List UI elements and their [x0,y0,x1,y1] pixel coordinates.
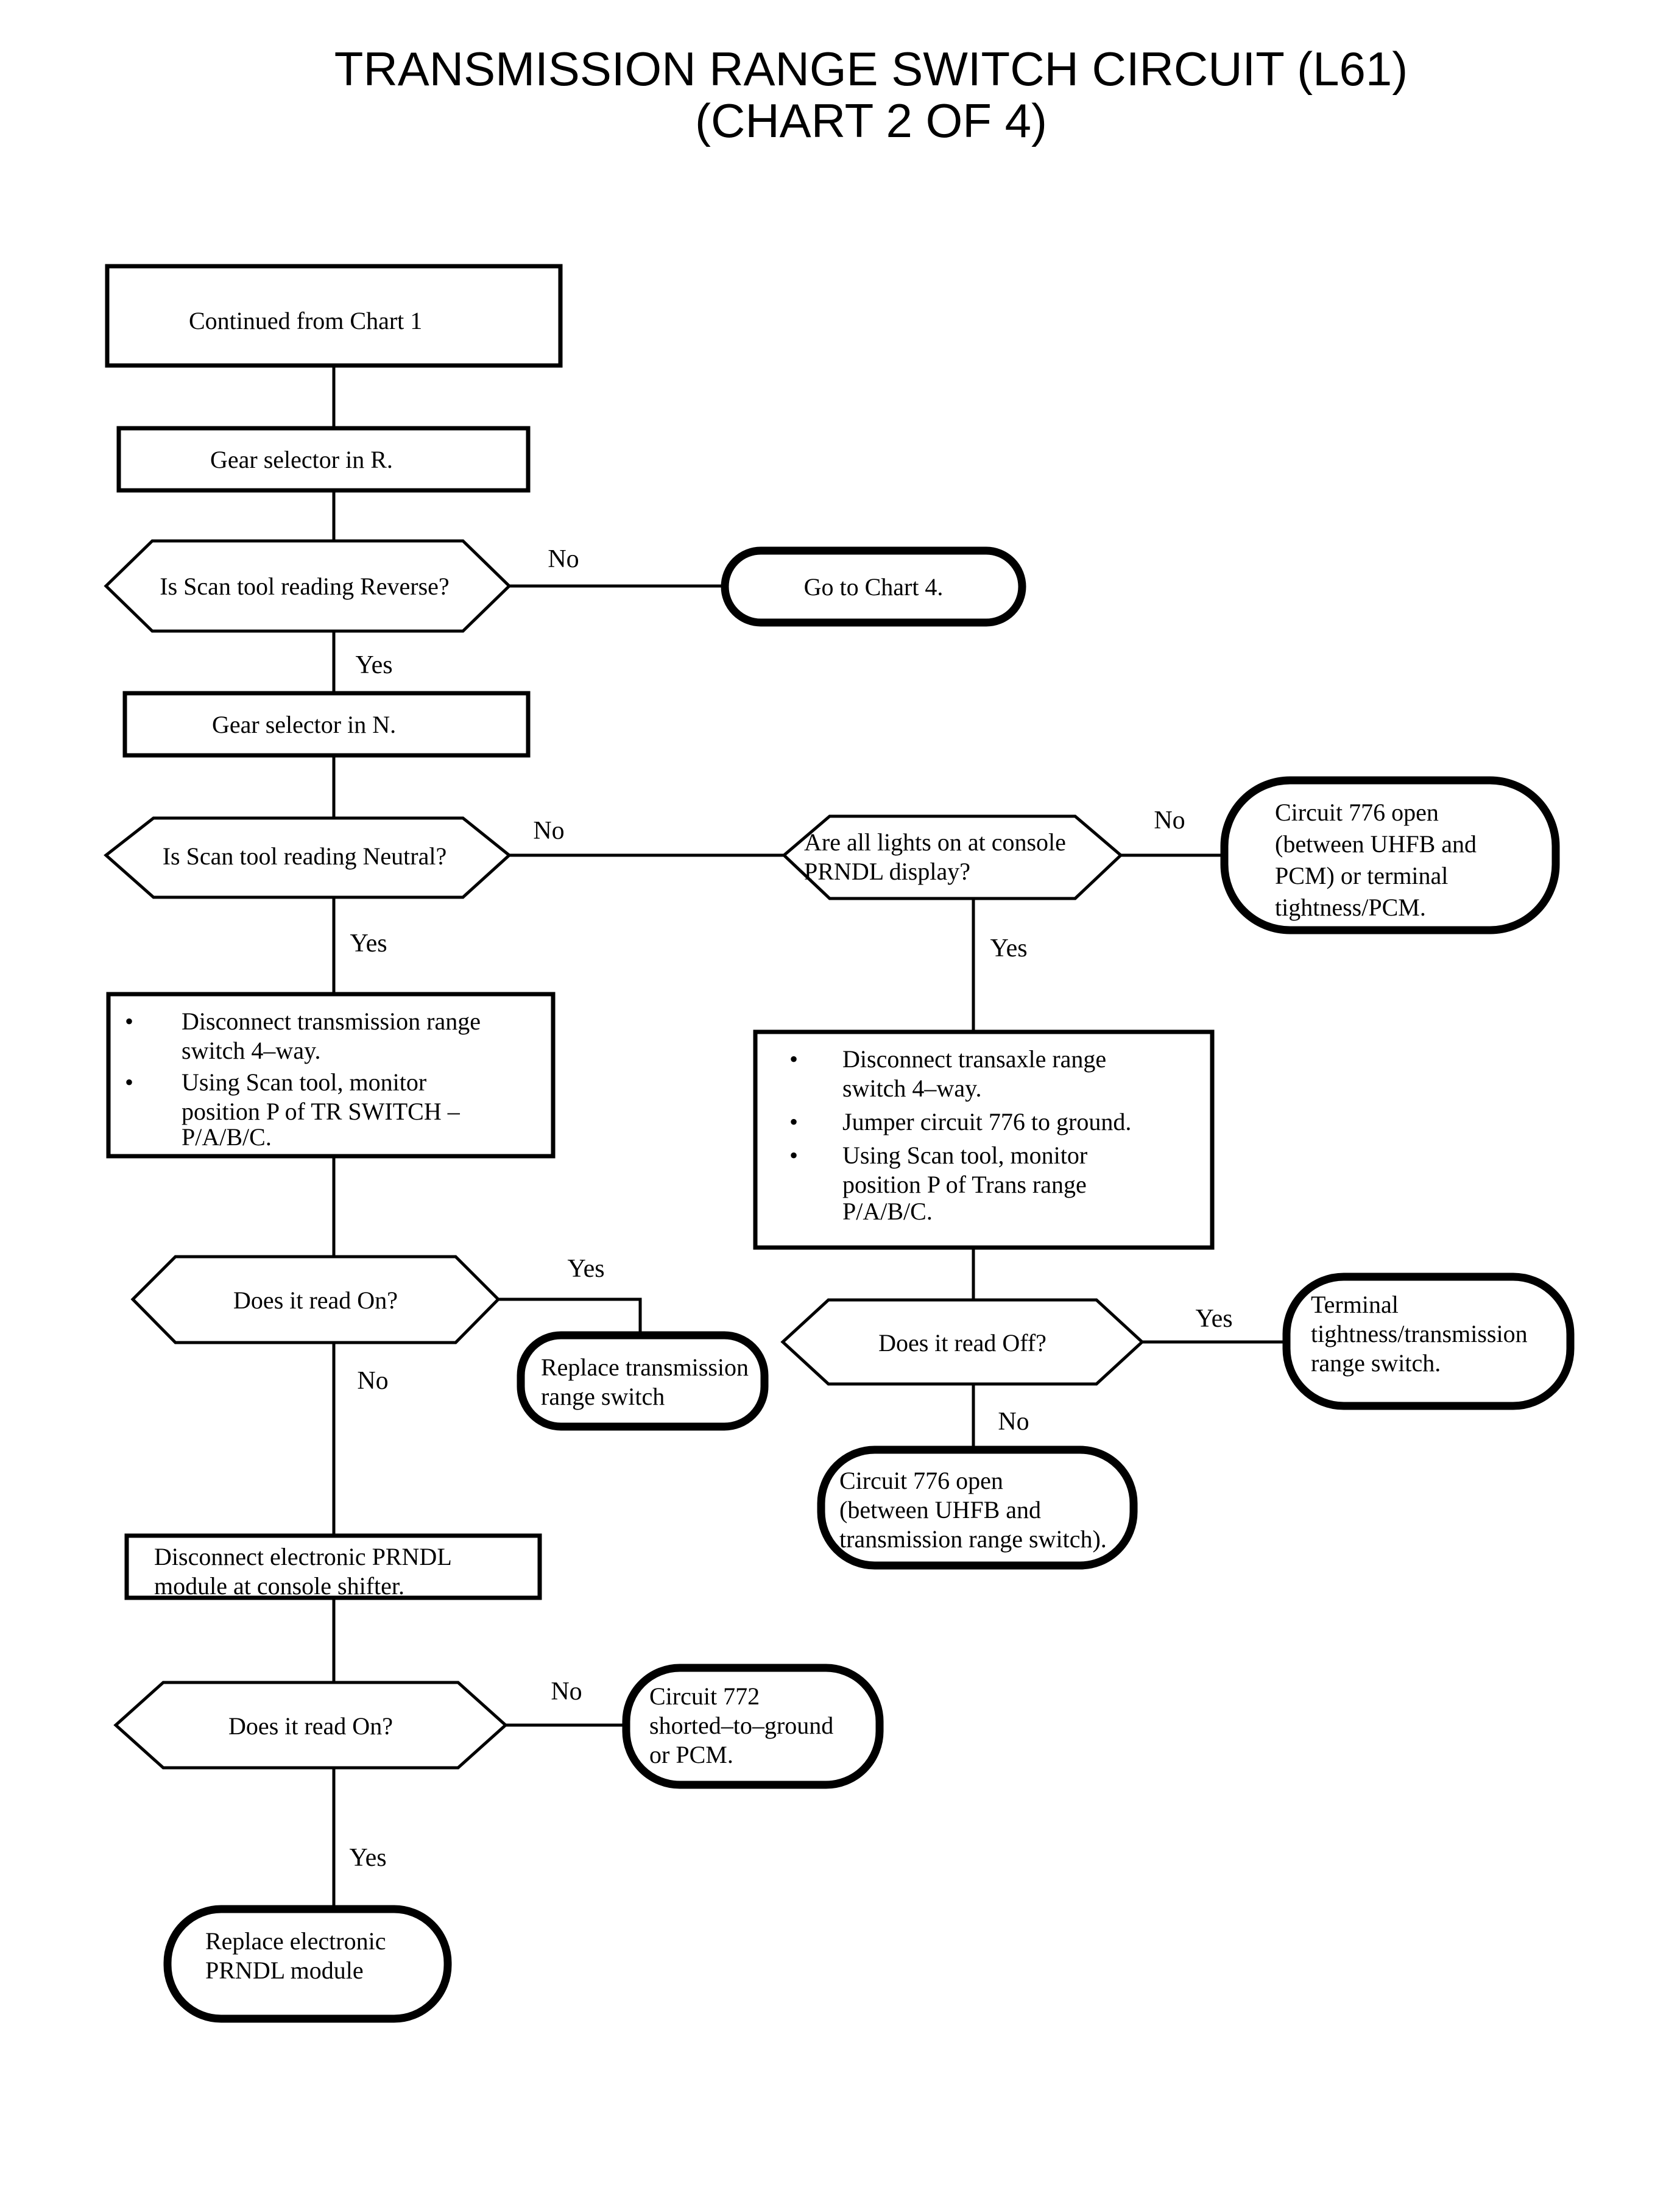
node-decision-scan-neutral[interactable]: Is Scan tool reading Neutral? [104,816,512,899]
node-decision-read-on-1[interactable]: Does it read On? [130,1255,501,1344]
node-terminator-replace-transmission-switch-line1: Replace transmission [541,1354,749,1381]
node-terminator-terminal-tightness-line3: range switch. [1311,1349,1441,1377]
node-continued-from-chart1-label: Continued from Chart 1 [189,307,422,334]
node-process-disconnect-transmission-range-b2l3: P/A/B/C. [182,1123,272,1151]
node-decision-scan-reverse-label: Is Scan tool reading Reverse? [160,573,449,600]
bullet-icon: • [789,1142,798,1169]
node-decision-read-off-label: Does it read Off? [878,1329,1046,1357]
node-process-disconnect-transaxle-range-b1l2: switch 4–way. [842,1075,981,1102]
node-terminator-terminal-tightness-line1: Terminal [1311,1291,1399,1318]
node-process-disconnect-prndl-module-line1: Disconnect electronic PRNDL [154,1543,452,1570]
node-decision-read-off[interactable]: Does it read Off? [780,1298,1145,1386]
node-terminator-circuit776-switch[interactable]: Circuit 776 open (between UHFB and trans… [817,1446,1138,1570]
page-title: TRANSMISSION RANGE SWITCH CIRCUIT (L61) … [334,42,1408,147]
bullet-icon: • [125,1008,133,1035]
bullet-icon: • [789,1045,798,1073]
edge-label-neutral-yes: Yes [350,930,387,958]
node-process-disconnect-prndl-module[interactable]: Disconnect electronic PRNDL module at co… [124,1533,542,1600]
node-process-disconnect-transaxle-range-b1l1: Disconnect transaxle range [842,1045,1106,1073]
node-terminator-circuit776-pcm[interactable]: Circuit 776 open (between UHFB and PCM) … [1220,776,1560,934]
node-continued-from-chart1[interactable]: Continued from Chart 1 [105,264,563,368]
edge-label-lights-yes: Yes [990,934,1027,962]
node-process-disconnect-transmission-range-b2l1: Using Scan tool, monitor [182,1068,426,1096]
node-process-disconnect-transaxle-range-b2l1: Jumper circuit 776 to ground. [842,1108,1131,1135]
node-process-disconnect-prndl-module-line2: module at console shifter. [154,1572,404,1600]
edge-label-read-on-2-yes: Yes [349,1844,386,1872]
node-terminator-terminal-tightness[interactable]: Terminal tightness/transmission range sw… [1282,1273,1575,1410]
node-process-disconnect-transaxle-range[interactable]: • Disconnect transaxle range switch 4–wa… [753,1029,1215,1250]
node-decision-scan-neutral-label: Is Scan tool reading Neutral? [163,842,447,870]
edge-label-neutral-no: No [533,817,564,845]
node-decision-console-lights-line2: PRNDL display? [804,858,970,885]
node-terminator-circuit776-switch-line2: (between UHFB and [839,1496,1041,1523]
node-process-disconnect-transaxle-range-b3l1: Using Scan tool, monitor [842,1142,1087,1169]
connector-layer [332,365,1286,1909]
node-process-disconnect-transmission-range-b2l2: position P of TR SWITCH – [182,1098,461,1125]
node-terminator-circuit776-pcm-line2: (between UHFB and [1275,830,1477,858]
node-terminator-circuit772-line1: Circuit 772 [649,1682,760,1710]
node-terminator-replace-prndl-module-line2: PRNDL module [205,1957,364,1984]
page-title-line2: (CHART 2 OF 4) [695,94,1047,147]
node-terminator-terminal-tightness-line2: tightness/transmission [1311,1320,1528,1347]
edge-label-lights-no: No [1154,807,1185,835]
node-terminator-circuit776-switch-line3: transmission range switch). [839,1525,1107,1553]
node-gear-selector-r[interactable]: Gear selector in R. [116,426,531,493]
node-terminator-circuit776-pcm-line3: PCM) or terminal [1275,862,1448,889]
edge-label-read-on-1-yes: Yes [567,1255,604,1283]
edge-label-read-on-2-no: No [551,1678,582,1706]
node-terminator-circuit772[interactable]: Circuit 772 shorted–to–ground or PCM. [622,1664,884,1789]
node-decision-scan-reverse[interactable]: Is Scan tool reading Reverse? [104,539,512,633]
node-terminator-circuit776-pcm-line4: tightness/PCM. [1275,894,1426,921]
node-gear-selector-n[interactable]: Gear selector in N. [122,691,531,758]
node-gear-selector-n-label: Gear selector in N. [212,711,396,738]
node-terminator-replace-prndl-module[interactable]: Replace electronic PRNDL module [163,1905,452,2023]
node-decision-console-lights[interactable]: Are all lights on at console PRNDL displ… [782,814,1123,900]
node-decision-read-on-1-label: Does it read On? [233,1287,398,1314]
edge-label-read-off-yes: Yes [1195,1305,1232,1333]
bullet-icon: • [125,1068,133,1096]
node-process-disconnect-transaxle-range-b3l2: position P of Trans range [842,1171,1087,1198]
node-terminator-replace-transmission-switch[interactable]: Replace transmission range switch [517,1331,769,1431]
edge-label-read-on-1-no: No [357,1367,388,1395]
node-terminator-go-to-chart4-label: Go to Chart 4. [804,573,944,601]
node-terminator-circuit772-line3: or PCM. [649,1741,733,1768]
node-process-disconnect-transmission-range-b1l1: Disconnect transmission range [182,1008,481,1035]
edge-label-reverse-yes: Yes [355,651,392,679]
node-decision-console-lights-line1: Are all lights on at console [804,828,1066,856]
node-terminator-circuit772-line2: shorted–to–ground [649,1712,833,1739]
node-terminator-circuit776-switch-line1: Circuit 776 open [839,1467,1003,1494]
page-title-line1: TRANSMISSION RANGE SWITCH CIRCUIT (L61) [334,42,1408,96]
node-terminator-replace-prndl-module-line1: Replace electronic [205,1927,386,1955]
edge-label-reverse-no: No [548,545,579,573]
node-process-disconnect-transaxle-range-b3l3: P/A/B/C. [842,1198,933,1225]
node-terminator-circuit776-pcm-line1: Circuit 776 open [1275,799,1439,826]
node-gear-selector-r-label: Gear selector in R. [210,446,393,473]
node-process-disconnect-transmission-range[interactable]: • Disconnect transmission range switch 4… [106,992,556,1159]
node-terminator-go-to-chart4[interactable]: Go to Chart 4. [721,546,1026,627]
edge-label-read-off-no: No [998,1408,1029,1436]
node-decision-read-on-2[interactable]: Does it read On? [113,1681,508,1770]
node-decision-read-on-2-label: Does it read On? [228,1712,393,1740]
connector-readon1-yes [498,1297,642,1335]
node-terminator-replace-transmission-switch-line2: range switch [541,1383,665,1410]
node-process-disconnect-transmission-range-b1l2: switch 4–way. [182,1037,320,1064]
bullet-icon: • [789,1108,798,1135]
